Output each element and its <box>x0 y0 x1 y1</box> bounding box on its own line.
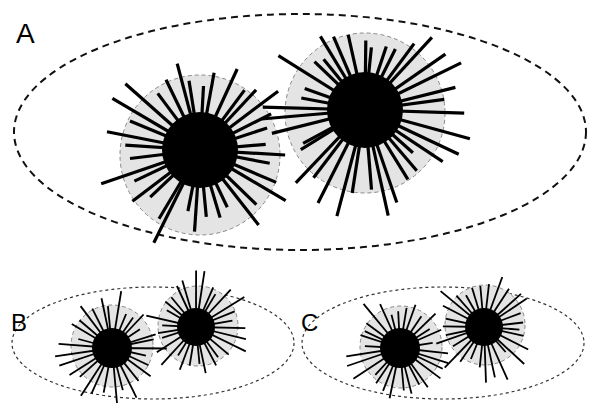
cell-outline <box>14 14 586 250</box>
centrosome <box>465 308 503 346</box>
panel-letter: A <box>16 20 35 48</box>
centrosome <box>177 308 215 346</box>
panel-letter: C <box>301 311 318 335</box>
centrosome <box>162 112 238 188</box>
centrosome <box>380 328 420 368</box>
nucleus-region <box>360 306 442 388</box>
nucleus-region <box>158 286 238 366</box>
panel-letter: B <box>11 311 27 335</box>
centrosome <box>327 72 403 148</box>
centrosome <box>92 328 132 368</box>
cell-outline <box>12 287 294 399</box>
cell-outline <box>302 287 584 399</box>
nucleus-region <box>120 75 280 235</box>
